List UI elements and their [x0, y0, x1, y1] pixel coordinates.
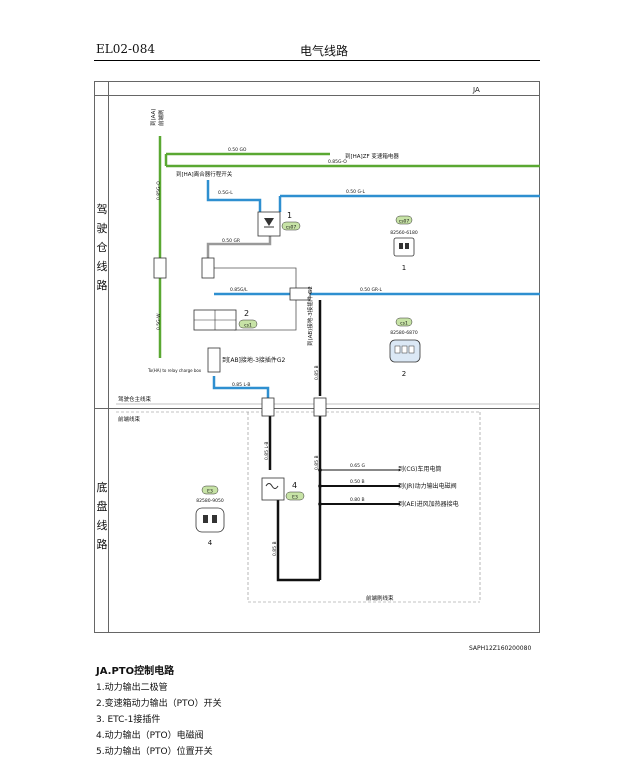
wire-code: 0.50 B	[350, 479, 365, 485]
connector-block	[201, 257, 215, 279]
wire-destination: 前端刷	[157, 109, 165, 126]
wire-grey	[206, 236, 272, 260]
wire-code: 0.85 L-B	[264, 442, 270, 460]
connector-ref: 2	[402, 370, 406, 378]
diagram-reference: SAPH12Z160200080	[469, 645, 532, 652]
wire-destination: 到[HA]ZF 变速箱电器	[345, 152, 399, 160]
diagram-side-rule	[108, 81, 109, 633]
wire-destination: 到[HA]离合器行程开关	[176, 170, 233, 178]
harness-label: 前端线束	[118, 415, 141, 423]
wire-code: 0.50 GR	[222, 238, 240, 244]
coil-symbol	[265, 483, 279, 489]
connector-picture	[195, 507, 225, 533]
component-number: 4	[292, 481, 297, 490]
section-label-cab: 驾驶仓线路	[96, 203, 108, 292]
harness-label: 驾驶仓主线束	[118, 395, 152, 403]
badge	[238, 319, 258, 329]
badge	[201, 485, 219, 495]
caption-item: 5.动力输出（PTO）位置开关	[96, 747, 213, 757]
wire-destination: 到(JR)动力输出电磁阀	[398, 482, 457, 490]
wire-code: 0.65 G	[350, 463, 365, 469]
page-title: 电气线路	[300, 44, 349, 58]
part-number: 82580-9050	[196, 498, 224, 504]
connector-block	[261, 397, 275, 417]
caption-item: 3. ETC-1接插件	[96, 715, 161, 725]
badge-text: cs1	[400, 321, 408, 327]
connector-ref: 4	[208, 539, 213, 547]
wire-destination: 到(AE)进风加热器接电	[398, 500, 459, 508]
wire-code: 0.50 GO	[228, 147, 247, 153]
component-number: 2	[244, 309, 249, 318]
wire-code: 0.5G-W	[156, 313, 162, 330]
wire-code: 0.85 B	[314, 455, 320, 470]
wire-code: 0.85 L-B	[232, 382, 250, 388]
connector-block	[289, 287, 311, 301]
wire-destination: 到[AB]接地-3接插件G2	[222, 356, 286, 364]
badge-text: E3	[207, 489, 213, 495]
diode-symbol	[264, 218, 274, 226]
header-rule	[94, 60, 540, 61]
wire-destination: To(HA) to relay charge box	[147, 368, 202, 373]
badge-text: E3	[292, 495, 298, 501]
connector-block	[313, 397, 327, 417]
connector-block	[207, 347, 221, 373]
caption-item: 2.变速箱动力输出（PTO）开关	[96, 699, 222, 709]
wire-code: 0.85G/L	[230, 287, 248, 293]
wire-code: 0.50 GR-L	[360, 287, 383, 293]
wire-destination: 到(AB)接地-3接插件 G2	[306, 286, 314, 346]
diagram-top-rule	[94, 95, 540, 96]
wire-code: 0.85G-O	[328, 159, 347, 165]
component-number: 1	[287, 211, 292, 220]
harness-label: 前端刷线束	[366, 594, 394, 602]
badge	[281, 221, 301, 231]
badge	[285, 491, 305, 501]
connector-block	[153, 257, 167, 279]
diagram-code: JA	[473, 86, 480, 94]
caption-item: 4.动力输出（PTO）电磁阀	[96, 731, 204, 741]
diagram-frame	[94, 81, 540, 633]
badge-text: cs1	[244, 323, 252, 329]
badge	[395, 215, 413, 225]
badge-text: cs07	[286, 225, 297, 231]
wire-code: 0.50 G-L	[346, 189, 366, 195]
part-number: 82580-6870	[390, 330, 418, 336]
page-code: EL02-084	[96, 42, 155, 56]
wire-destination: 到(AA)	[150, 109, 157, 126]
wire-code: 0.80 B	[350, 497, 365, 503]
part-number: 82560-6180	[390, 230, 418, 236]
wire-code: 0.85 B	[272, 541, 278, 556]
connector-picture	[393, 237, 415, 257]
badge	[395, 317, 413, 327]
connector-ref: 1	[402, 264, 406, 272]
wire-blue-clutch	[206, 180, 262, 212]
wire-blue-lower	[212, 376, 270, 400]
solenoid-component	[261, 477, 285, 501]
wire-code: 0.5G-L	[218, 190, 233, 196]
badge-text: cs07	[399, 219, 410, 225]
caption-title: JA.PTO控制电路	[96, 666, 175, 677]
wire-code: 0.85G-O	[156, 181, 162, 200]
wire-code: 0.85 B	[314, 365, 320, 380]
wire-destination: 到(CG)车用电筒	[398, 465, 442, 473]
caption-item: 1.动力输出二极管	[96, 683, 168, 693]
section-label-chassis: 底盘线路	[96, 481, 108, 551]
